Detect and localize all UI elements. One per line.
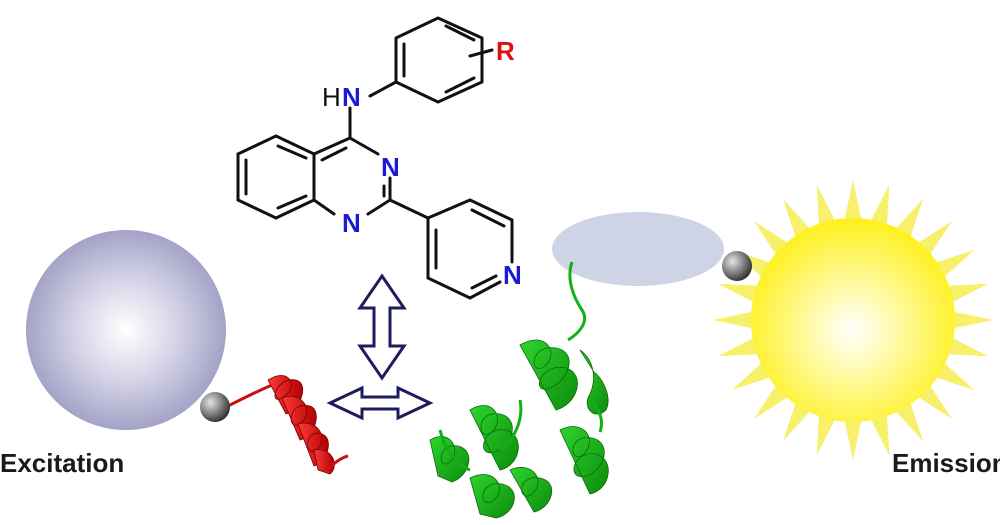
sun-ray xyxy=(816,409,838,456)
ring-nitrogen-top-label: N xyxy=(381,152,400,182)
donor-linker-ball xyxy=(200,392,230,422)
sun-ray xyxy=(816,184,838,231)
target-protein xyxy=(429,261,609,519)
sun-ray xyxy=(717,283,764,305)
pyridine-nitrogen-label: N xyxy=(503,260,522,290)
r-group-label: R xyxy=(496,36,515,66)
sun-ray xyxy=(942,283,989,305)
acceptor-linker-ball xyxy=(722,251,752,281)
sun-ray xyxy=(713,310,758,330)
acceptor-ellipse xyxy=(552,212,724,286)
acceptor-sun xyxy=(713,180,993,460)
ring-nitrogen-bottom-label: N xyxy=(342,208,361,238)
sun-ray xyxy=(717,335,764,357)
peptide-helix xyxy=(227,375,349,475)
excitation-label: Excitation xyxy=(0,448,124,478)
quinazoline-molecule xyxy=(236,16,514,300)
sun-ray xyxy=(843,180,863,225)
sun-ray xyxy=(948,310,993,330)
sun-ray xyxy=(868,184,890,231)
emission-label: Emission xyxy=(892,448,1000,478)
vertical-double-arrow xyxy=(357,273,407,381)
sun-ray xyxy=(868,409,890,456)
donor-sphere xyxy=(26,230,226,430)
phenyl-ring xyxy=(394,16,484,104)
horizontal-double-arrow xyxy=(326,385,434,421)
amine-nitrogen-label: N xyxy=(342,82,361,112)
sun-ray xyxy=(843,415,863,460)
sun-ray xyxy=(942,335,989,357)
hydrogen-label: H xyxy=(322,82,341,112)
